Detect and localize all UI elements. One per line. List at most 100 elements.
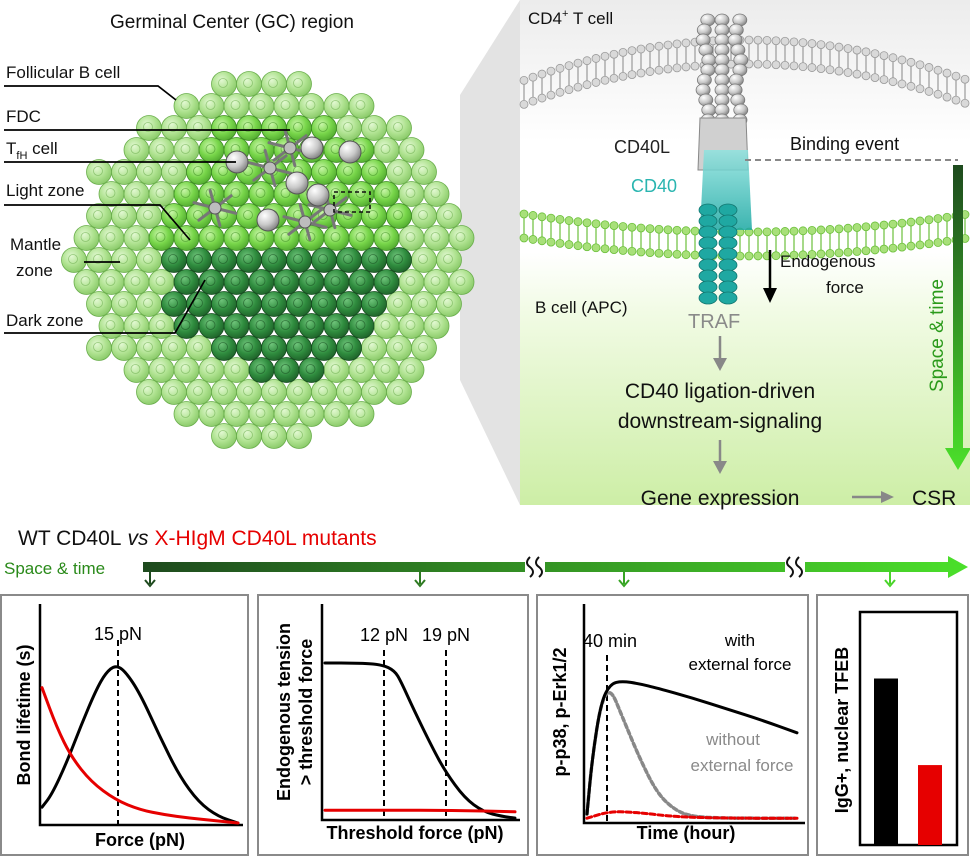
dark-zone-cell-nucleus xyxy=(205,276,216,286)
light-zone-cell xyxy=(261,115,287,141)
dark-zone-cell-nucleus xyxy=(330,276,341,286)
mantle-zone-cell xyxy=(348,93,375,119)
dark-zone-cell-nucleus xyxy=(318,342,328,352)
mantle-zone-cell xyxy=(211,423,237,449)
mantle-zone-cell-nucleus xyxy=(180,100,191,110)
light-zone-cell-nucleus xyxy=(218,122,228,132)
mantle-zone-cell xyxy=(198,357,225,383)
mantle-zone-cell-nucleus xyxy=(268,386,278,396)
signaling-arrowhead xyxy=(713,461,727,474)
light-zone-cell-nucleus xyxy=(343,210,353,220)
mantle-zone-cell xyxy=(86,291,112,317)
dark-zone-cell xyxy=(236,335,262,361)
mantle-zone-cell xyxy=(261,71,287,97)
gc-label-leaders xyxy=(4,85,290,334)
light-zone-cell-nucleus xyxy=(255,188,266,198)
timeline-break-2 xyxy=(785,555,805,579)
light-zone-cell-nucleus xyxy=(280,232,291,242)
dark-zone-cell xyxy=(248,269,275,295)
mantle-zone-cell xyxy=(148,137,175,163)
mantle-zone-cell-nucleus xyxy=(443,254,453,264)
mantle-zone-cell-nucleus xyxy=(393,122,403,132)
dark-zone-cell-nucleus xyxy=(330,320,341,330)
mantle-zone-cell xyxy=(398,137,425,163)
mantle-zone-cell-nucleus xyxy=(268,78,278,88)
dark-zone-cell-nucleus xyxy=(280,364,291,374)
dark-zone-cell-nucleus xyxy=(380,276,391,286)
panel1-annotation-15pn: 15 pN xyxy=(94,624,142,644)
light-zone-cell xyxy=(161,203,187,229)
panel4-bar-wt xyxy=(874,678,898,845)
light-zone-cell xyxy=(323,225,350,251)
mantle-zone-cell-nucleus xyxy=(368,122,378,132)
mantle-zone-cell xyxy=(136,159,162,185)
light-zone-cell-nucleus xyxy=(193,166,203,176)
dark-zone-cell xyxy=(298,269,325,295)
mantle-zone-cell xyxy=(286,379,312,405)
dark-zone-cell xyxy=(273,269,300,295)
dark-zone-cell xyxy=(298,313,325,339)
dark-zone-cell xyxy=(248,313,275,339)
light-zone-cell xyxy=(311,115,337,141)
mantle-zone-cell xyxy=(173,137,200,163)
panel3-without-label-line2: external force xyxy=(691,756,794,775)
mantle-zone-cell xyxy=(136,335,162,361)
mantle-zone-cell xyxy=(136,115,162,141)
dark-zone-cell-nucleus xyxy=(255,320,266,330)
light-zone-cell-nucleus xyxy=(368,210,378,220)
mantle-zone-cell xyxy=(86,247,112,273)
panel-igg-tfeb: IgG+, nuclear TFEB xyxy=(816,594,969,856)
endogenous-force-arrowhead xyxy=(763,288,777,303)
mantle-zone-cell-nucleus xyxy=(330,364,341,374)
dark-zone-cell xyxy=(198,313,225,339)
mantle-zone-cell-nucleus xyxy=(130,320,141,330)
dark-zone-cell-nucleus xyxy=(305,320,316,330)
light-zone-cell xyxy=(298,225,325,251)
mantle-zone-cell-nucleus xyxy=(418,254,428,264)
cd40l-label: CD40L xyxy=(614,137,670,157)
mantle-zone-cell-nucleus xyxy=(418,342,428,352)
dark-zone-cell-nucleus xyxy=(355,320,366,330)
light-zone-cell xyxy=(186,159,212,185)
mantle-zone-cell xyxy=(161,115,187,141)
panel3-ylabel: p-p38, p-Erk1/2 xyxy=(550,647,570,776)
mantle-zone-cell xyxy=(223,401,250,427)
dark-zone-cell xyxy=(173,269,200,295)
cd40-domain xyxy=(718,225,738,239)
mantle-zone-cell xyxy=(336,115,362,141)
mantle-zone-cell-nucleus xyxy=(93,210,103,220)
dark-zone-cell xyxy=(173,313,200,339)
mantle-zone-cell xyxy=(448,269,475,295)
panel1-series-mutant xyxy=(40,686,240,825)
mantle-zone-cell xyxy=(423,225,450,251)
panel2-series-mutant xyxy=(323,808,517,814)
dark-zone-cell xyxy=(361,247,387,273)
light-zone-cell-nucleus xyxy=(355,232,366,242)
mantle-zone-cell xyxy=(448,225,475,251)
dark-zone-cell xyxy=(323,269,350,295)
mantle-zone-cell xyxy=(186,115,212,141)
mantle-zone-cell-nucleus xyxy=(155,364,166,374)
mantle-zone-cell xyxy=(361,335,387,361)
cd40-domain xyxy=(698,214,718,228)
gc-title: Germinal Center (GC) region xyxy=(110,12,354,33)
mantle-zone-cell-nucleus xyxy=(293,386,303,396)
fdc-cell xyxy=(208,201,222,215)
tfh-cell-label: TfH cell xyxy=(6,139,58,162)
panel2-xlabel: Threshold force (pN) xyxy=(326,823,503,843)
cd40-domain xyxy=(718,269,738,283)
dark-zone-cell xyxy=(236,291,262,317)
dark-zone-cell-nucleus xyxy=(243,254,253,264)
light-zone-cell xyxy=(223,225,250,251)
mantle-zone-cell xyxy=(323,401,350,427)
t-cell-label: CD4+ T cell xyxy=(528,8,613,28)
dark-zone-cell-nucleus xyxy=(268,254,278,264)
light-zone-cell xyxy=(286,115,312,141)
germinal-center-cells xyxy=(61,71,475,449)
dark-zone-cell xyxy=(373,269,400,295)
light-zone-cell-nucleus xyxy=(255,232,266,242)
mantle-zone-cell xyxy=(198,93,225,119)
light-zone-cell-nucleus xyxy=(230,232,241,242)
signaling-label-line1: CD40 ligation-driven xyxy=(625,380,815,403)
